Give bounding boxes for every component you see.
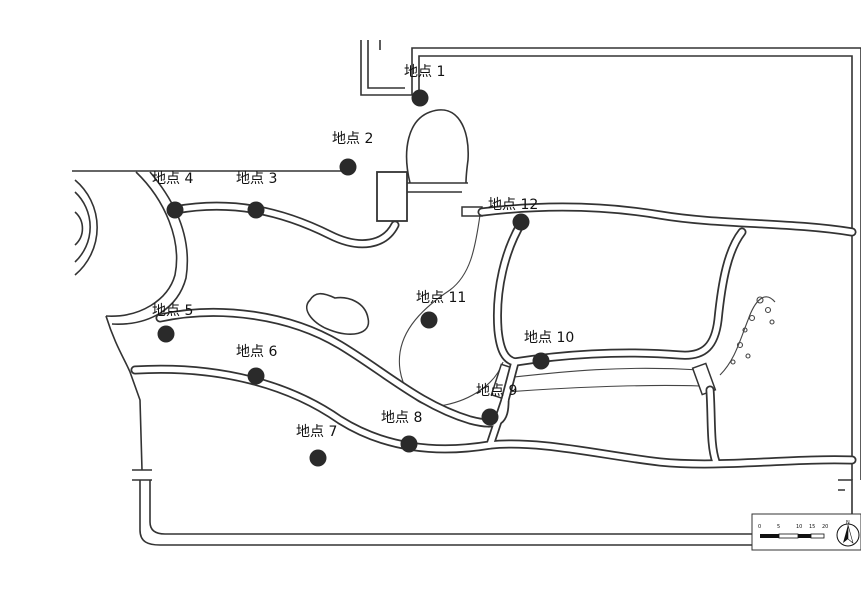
survey-point-9: 地点 9 [476, 383, 517, 426]
survey-points: 地点 1 地点 2 地点 3 地点 4 地点 5 地点 6 地点 7 地点 8 [152, 64, 574, 467]
survey-point-label: 地点 11 [416, 290, 466, 306]
survey-point-12: 地点 12 [488, 197, 538, 231]
garden-paths [130, 201, 857, 469]
survey-point-7: 地点 7 [296, 424, 337, 467]
scale-tick-label: 5 [777, 524, 780, 530]
survey-point-label: 地点 8 [381, 410, 422, 426]
survey-point-label: 地点 2 [332, 131, 373, 147]
north-arrow-icon: N [836, 520, 860, 547]
site-boundary [72, 40, 861, 546]
survey-point-label: 地点 7 [296, 424, 337, 440]
survey-point-label: 地点 3 [236, 171, 277, 187]
structures [376, 171, 717, 401]
survey-point-label: 地点 12 [488, 197, 538, 213]
north-arrow-label: N [846, 520, 850, 526]
survey-point-label: 地点 9 [476, 383, 517, 399]
scale-tick-label: 0 [758, 524, 761, 530]
survey-point-1: 地点 1 [404, 64, 445, 107]
survey-point-3: 地点 3 [236, 171, 277, 219]
survey-point-label: 地点 6 [236, 344, 277, 360]
scale-tick-label: 20 [822, 524, 828, 530]
circular-plaza [74, 171, 189, 325]
survey-point-label: 地点 5 [152, 303, 193, 319]
scale-tick-label: 15 [809, 524, 815, 530]
survey-point-8: 地点 8 [381, 410, 422, 453]
survey-point-4: 地点 4 [152, 171, 193, 219]
survey-point-5: 地点 5 [152, 303, 193, 343]
survey-point-10: 地点 10 [524, 330, 574, 370]
scale-tick-label: 10 [796, 524, 802, 530]
survey-point-2: 地点 2 [332, 131, 373, 176]
map-legend: 0 5 10 15 20 N [751, 513, 861, 551]
survey-point-label: 地点 10 [524, 330, 574, 346]
survey-point-label: 地点 4 [152, 171, 193, 187]
survey-point-label: 地点 1 [404, 64, 445, 80]
scale-bar: 0 5 10 15 20 [758, 524, 828, 539]
survey-point-11: 地点 11 [416, 290, 466, 329]
survey-point-6: 地点 6 [236, 344, 277, 385]
water-features [306, 109, 776, 407]
